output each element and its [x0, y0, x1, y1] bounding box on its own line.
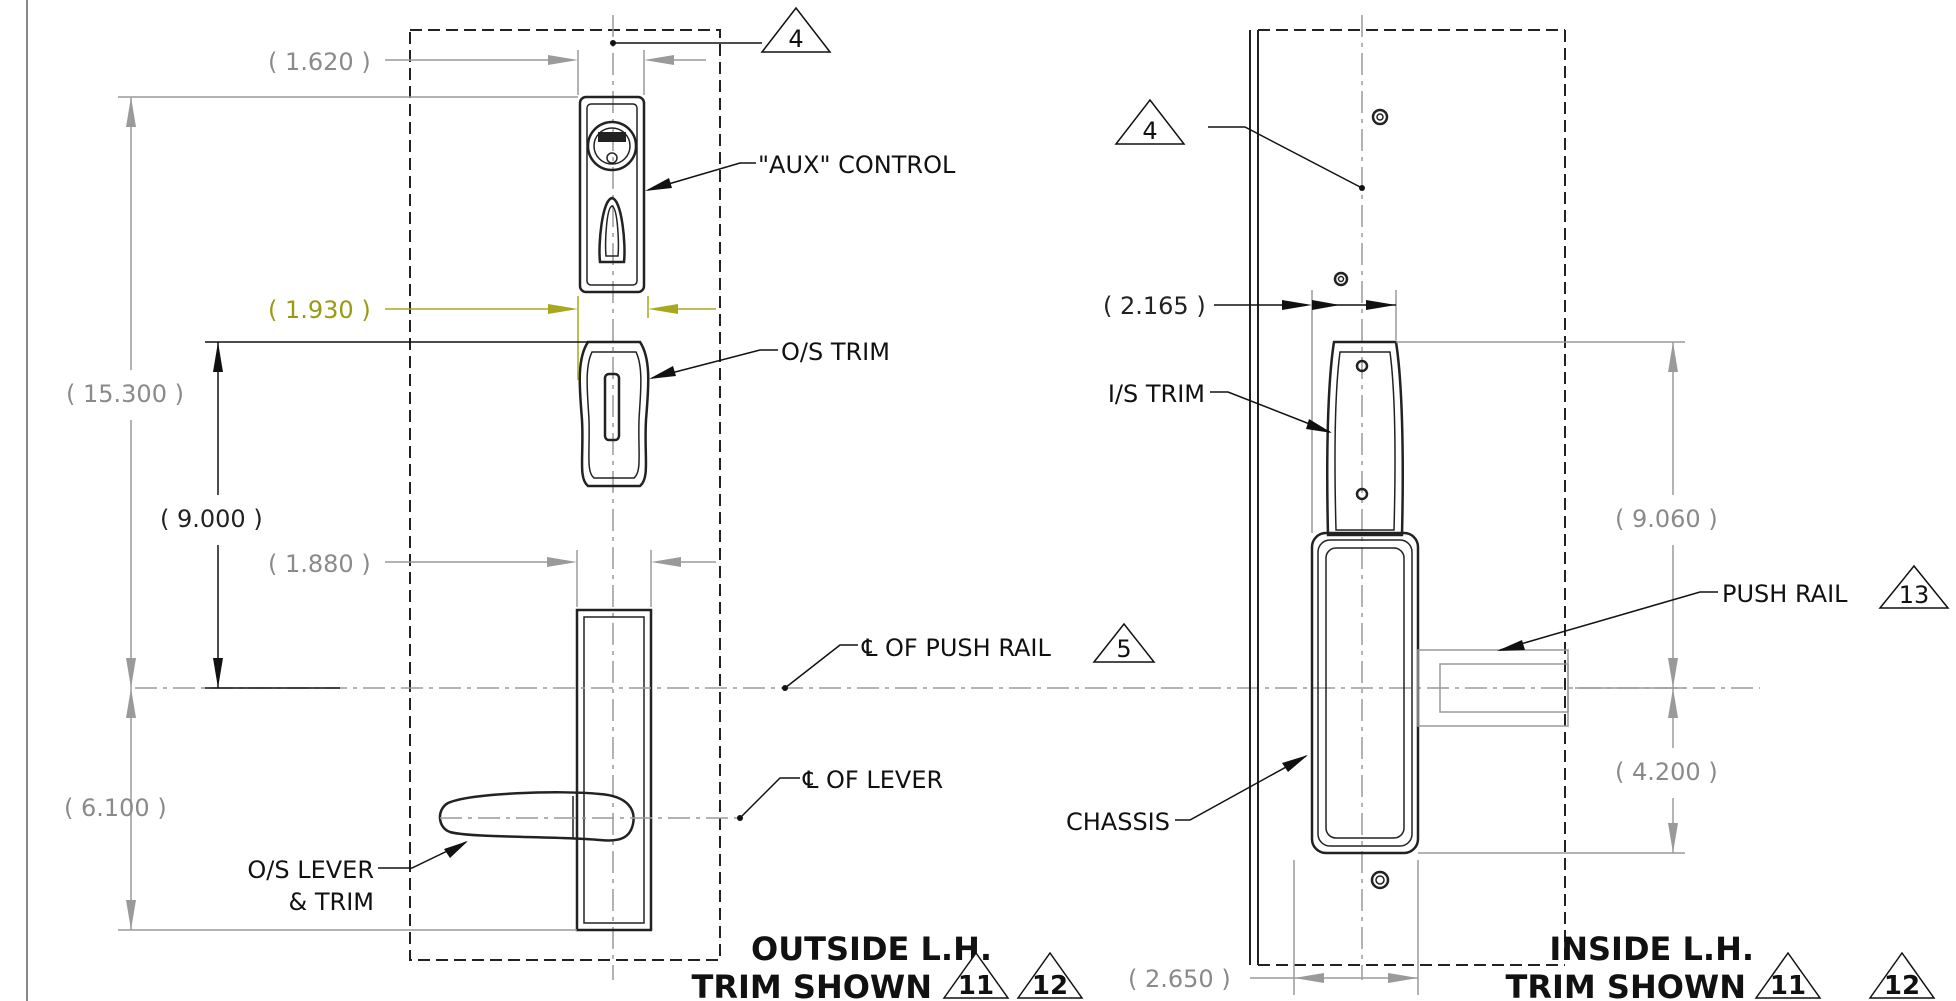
push-rail-label: PUSH RAIL	[1722, 580, 1848, 608]
dim-9000: ( 9.000 )	[160, 341, 588, 689]
os-lever-label-2: & TRIM	[289, 888, 374, 916]
dim-1880: ( 1.880 )	[268, 550, 716, 607]
dim-2650: ( 2.650 )	[1128, 860, 1419, 995]
dim-2165: ( 2.165 )	[1103, 290, 1397, 533]
callout-os-trim: O/S TRIM	[649, 338, 890, 379]
note-11b-text: 11	[1770, 971, 1806, 1001]
note-12b-text: 12	[1884, 971, 1920, 1001]
note-13-text: 13	[1899, 581, 1930, 609]
callout-os-lever: O/S LEVER & TRIM	[247, 841, 468, 916]
dim-2650-text: ( 2.650 )	[1128, 965, 1231, 993]
aux-control-label: "AUX" CONTROL	[758, 151, 956, 179]
note-11a-text: 11	[958, 971, 994, 1001]
is-trim-label: I/S TRIM	[1108, 380, 1205, 408]
dim-1620: ( 1.620 )	[268, 48, 706, 95]
note-12a-text: 12	[1032, 971, 1068, 1001]
inside-title-line1: INSIDE L.H.	[1549, 930, 1754, 968]
inside-view: 4 ( 2.165 ) I/S TRIM	[1066, 15, 1950, 1001]
dim-9000-text: ( 9.000 )	[160, 505, 263, 533]
note-4-top-text: 4	[788, 25, 803, 53]
callout-push-rail: PUSH RAIL 13	[1497, 564, 1950, 651]
dim-9060: ( 9.060 )	[1396, 341, 1718, 689]
dim-6100-text: ( 6.100 )	[64, 794, 167, 822]
callout-cl-lever: ℄ OF LEVER	[737, 766, 943, 821]
note-4-inside: 4	[1114, 98, 1365, 191]
os-lever-part	[438, 791, 740, 842]
inside-title-line2: TRIM SHOWN	[1506, 968, 1746, 1001]
callout-chassis: CHASSIS	[1066, 755, 1308, 836]
note-4-top: 4	[610, 6, 832, 53]
door-outline-outside	[409, 29, 721, 961]
note-5-text: 5	[1116, 635, 1131, 663]
dim-1930-text: ( 1.930 )	[268, 296, 371, 324]
aux-control-part	[578, 95, 646, 294]
dim-4200: ( 4.200 )	[1418, 688, 1718, 854]
is-trim-part	[1326, 340, 1404, 537]
dim-2165-text: ( 2.165 )	[1103, 292, 1206, 320]
outside-view: ( 1.620 ) 4 "AUX" CONTROL ( 15.300 )	[64, 6, 1760, 1001]
cl-push-rail-label: ℄ OF PUSH RAIL	[861, 634, 1052, 662]
dim-1930: ( 1.930 )	[268, 296, 716, 380]
dim-4200-text: ( 4.200 )	[1615, 758, 1718, 786]
outside-title: OUTSIDE L.H. TRIM SHOWN 11 12	[692, 930, 1084, 1001]
inside-title: INSIDE L.H. TRIM SHOWN 11 12	[1506, 930, 1936, 1001]
outside-title-line2: TRIM SHOWN	[692, 968, 932, 1001]
dim-15300-text: ( 15.300 )	[66, 380, 184, 408]
lever-escutcheon-part	[575, 608, 653, 932]
chassis-part	[1310, 531, 1420, 855]
os-trim-part	[578, 340, 650, 488]
chassis-label: CHASSIS	[1066, 808, 1170, 836]
dim-1880-text: ( 1.880 )	[268, 550, 371, 578]
os-lever-label-1: O/S LEVER	[247, 856, 374, 884]
os-trim-label: O/S TRIM	[781, 338, 890, 366]
dim-15300: ( 15.300 )	[66, 96, 578, 931]
dim-9060-text: ( 9.060 )	[1615, 505, 1718, 533]
cl-lever-label: ℄ OF LEVER	[802, 766, 943, 794]
callout-aux-control: "AUX" CONTROL	[645, 151, 956, 191]
push-rail-part	[1417, 649, 1569, 727]
dim-1620-text: ( 1.620 )	[268, 48, 371, 76]
callout-is-trim: I/S TRIM	[1108, 380, 1332, 433]
note-4-inside-text: 4	[1142, 117, 1157, 145]
callout-cl-push-rail: ℄ OF PUSH RAIL 5	[784, 622, 1156, 689]
outside-title-line1: OUTSIDE L.H.	[751, 930, 992, 968]
